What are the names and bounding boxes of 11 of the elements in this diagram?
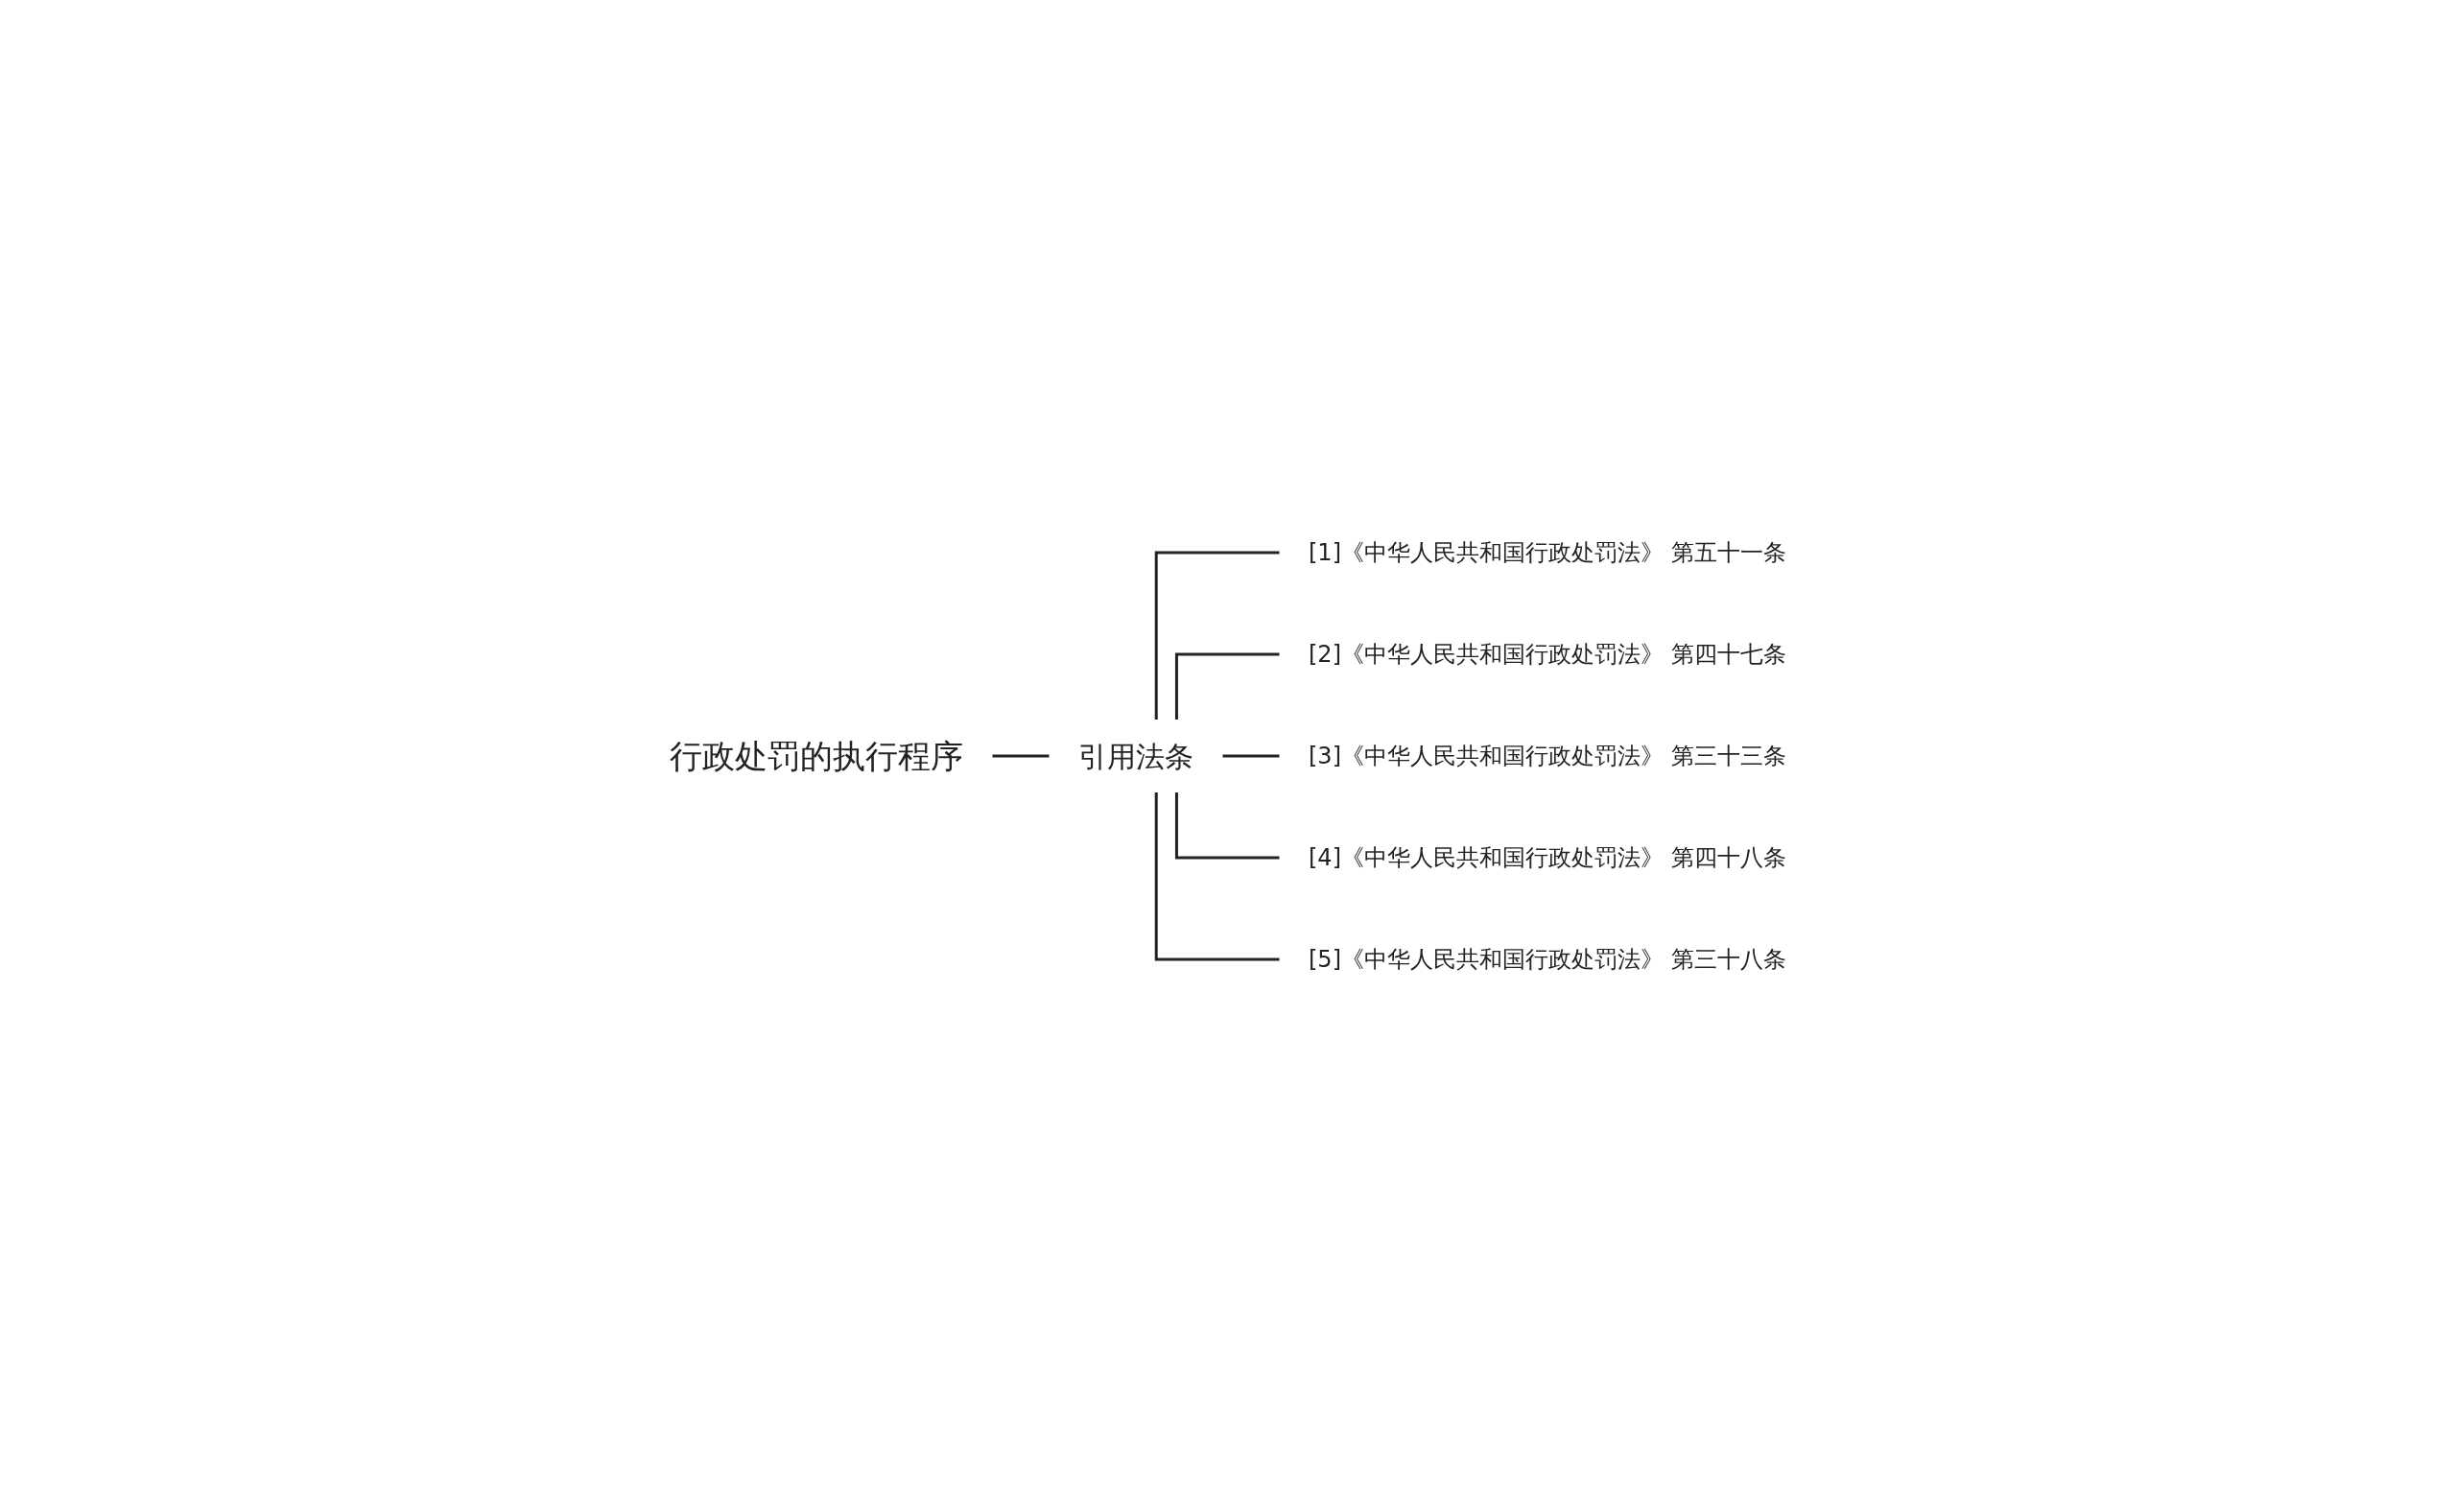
node-text: [2]《中华人民共和国行政处罚法》 第四十七条 <box>1309 641 1786 668</box>
node-text: 行政处罚的执行程序 <box>670 736 964 775</box>
node-text: [3]《中华人民共和国行政处罚法》 第三十三条 <box>1309 743 1786 769</box>
node-text: [5]《中华人民共和国行政处罚法》 第三十八条 <box>1309 946 1786 973</box>
node-text: [1]《中华人民共和国行政处罚法》 第五十一条 <box>1309 539 1786 566</box>
connector <box>1175 791 1281 860</box>
connector <box>1154 551 1281 721</box>
connector <box>1154 791 1281 961</box>
connector <box>1175 652 1281 721</box>
node-text: 引用法条 <box>1078 739 1194 773</box>
node-text: [4]《中华人民共和国行政处罚法》 第四十八条 <box>1309 844 1786 871</box>
